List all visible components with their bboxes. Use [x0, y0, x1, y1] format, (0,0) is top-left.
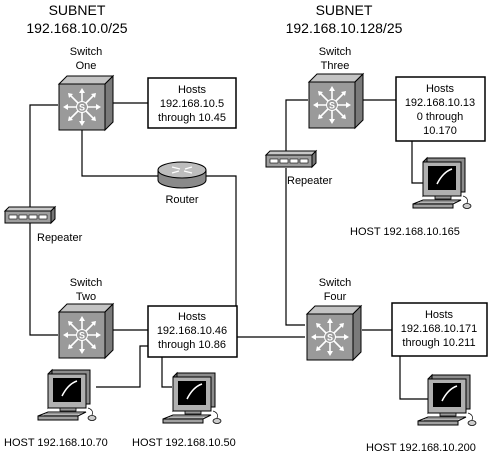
hosts-box-line: 192.168.10.13: [405, 97, 475, 109]
connection-lines: [29, 99, 430, 400]
hosts-box-line: 192.168.10.5: [160, 98, 224, 110]
switch-one-label-line2: One: [76, 60, 97, 72]
hosts-box-switch-four: Hosts 192.168.10.171 through 10.211: [391, 302, 488, 357]
router-label: Router: [165, 194, 198, 206]
hosts-box-line: through 10.211: [402, 337, 475, 349]
switch-four-label-line2: Four: [324, 291, 347, 303]
hosts-box-line: Hosts: [178, 311, 207, 323]
hosts-box-line: 192.168.10.46: [157, 325, 227, 337]
computer-label-70: HOST 192.168.10.70: [4, 437, 108, 449]
hosts-box-line: 192.168.10.171: [401, 323, 477, 335]
switch-two-label-line1: Switch: [70, 277, 102, 289]
switch-three-label-line1: Switch: [319, 46, 351, 58]
switch-four-icon: [306, 305, 362, 361]
switch-three-label-line2: Three: [321, 60, 350, 72]
switch-two-icon: [58, 303, 114, 359]
switch-one-label-line1: Switch: [70, 46, 102, 58]
subnet-left-range: 192.168.10.0/25: [26, 20, 127, 36]
subnet-left-heading: SUBNET: [49, 2, 106, 18]
switch-one-icon: [58, 75, 114, 131]
computer-label-165: HOST 192.168.10.165: [350, 226, 460, 238]
router-icon: [157, 161, 207, 189]
subnet-right-range: 192.168.10.128/25: [286, 20, 403, 36]
switch-three-icon: [308, 73, 364, 129]
hosts-box-line: through 10.45: [158, 112, 226, 124]
hosts-box-line: through 10.86: [158, 339, 226, 351]
computer-icon: [37, 369, 97, 422]
computer-label-50: HOST 192.168.10.50: [132, 437, 236, 449]
repeater-right-icon: [265, 150, 317, 168]
hosts-box-line: Hosts: [178, 84, 207, 96]
computer-icon: [162, 372, 222, 425]
repeater-right-label: Repeater: [287, 175, 333, 187]
repeater-left-label: Repeater: [37, 232, 83, 244]
hosts-box-line: 0 through: [417, 111, 463, 123]
subnet-right-heading: SUBNET: [316, 2, 373, 18]
computer-label-200: HOST 192.168.10.200: [366, 442, 476, 454]
computer-icon: [417, 374, 477, 427]
switch-four-label-line1: Switch: [319, 277, 351, 289]
hosts-box-line: Hosts: [426, 83, 455, 95]
hosts-box-line: 10.170: [423, 125, 457, 137]
repeater-left-icon: [4, 206, 56, 224]
hosts-box-switch-one: Hosts 192.168.10.5 through 10.45: [147, 77, 237, 129]
switch-two-label-line2: Two: [76, 291, 96, 303]
hosts-box-switch-two: Hosts 192.168.10.46 through 10.86: [147, 305, 238, 358]
hosts-box-line: Hosts: [425, 309, 454, 321]
hosts-box-switch-three: Hosts 192.168.10.13 0 through 10.170: [395, 76, 486, 142]
